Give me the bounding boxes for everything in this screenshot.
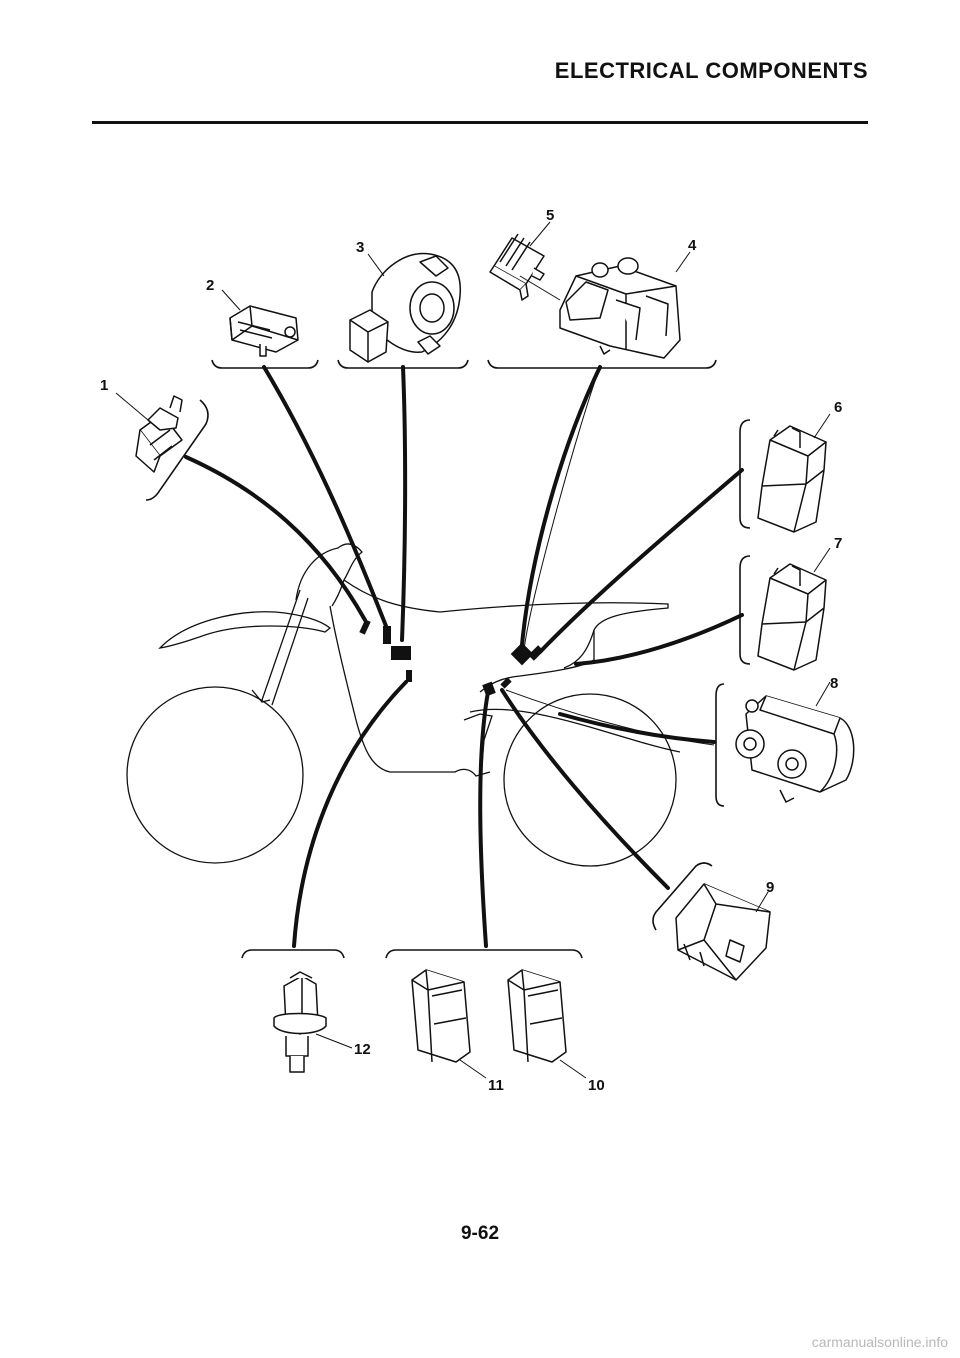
callout-7: 7 — [834, 535, 842, 552]
component-8-sensor — [735, 695, 855, 803]
side-cover — [563, 629, 595, 669]
callout-9: 9 — [766, 879, 774, 896]
callout-12: 12 — [354, 1041, 371, 1058]
bracket-9 — [652, 862, 713, 931]
bracket-3 — [337, 359, 469, 369]
rear-wheel — [503, 693, 677, 867]
page-title: ELECTRICAL COMPONENTS — [554, 58, 868, 83]
front-fender — [158, 611, 332, 649]
component-4-box — [559, 257, 681, 359]
component-7-relay — [757, 563, 827, 671]
callout-4: 4 — [688, 237, 697, 254]
bracket-12 — [241, 949, 345, 959]
component-2-sensor — [229, 305, 299, 357]
callout-10: 10 — [588, 1077, 605, 1094]
wire-leads-thin — [505, 366, 715, 746]
swingarm-pivot — [463, 713, 493, 791]
component-5-fuse — [489, 233, 545, 301]
component-11-relay — [411, 969, 471, 1063]
watermark: carmanualsonline.info — [811, 1334, 948, 1350]
callout-5: 5 — [546, 207, 554, 224]
swingarm — [469, 708, 681, 753]
callout-6: 6 — [834, 399, 842, 416]
component-10-relay — [507, 969, 567, 1063]
components — [135, 233, 855, 1073]
bracket-8 — [715, 683, 725, 807]
component-3-sensor — [349, 252, 462, 363]
frame-top — [343, 579, 669, 693]
location-markers — [359, 619, 544, 697]
callout-8: 8 — [830, 675, 838, 692]
component-1-sensor — [135, 395, 183, 473]
header-rule — [92, 121, 868, 124]
callout-1: 1 — [100, 377, 108, 394]
fork-guard — [251, 689, 271, 703]
bracket-4-5 — [487, 359, 717, 369]
number-plate — [295, 543, 363, 607]
bracket-1 — [145, 399, 209, 501]
page-number: 9-62 — [460, 1223, 500, 1244]
bracket-10-11 — [385, 949, 583, 959]
bracket-2 — [211, 359, 319, 369]
frame-down — [329, 605, 491, 777]
callout-3: 3 — [356, 239, 364, 256]
bracket-6 — [739, 419, 751, 529]
front-fork — [261, 589, 309, 706]
wire-leads-thick — [184, 365, 744, 948]
page-header: ELECTRICAL COMPONENTS — [0, 0, 960, 130]
callout-2: 2 — [206, 277, 214, 294]
bracket-7 — [739, 555, 751, 665]
callout-11: 11 — [488, 1077, 504, 1094]
front-wheel — [126, 686, 304, 864]
group-brackets — [145, 359, 751, 959]
component-12-sensor — [273, 971, 327, 1073]
leader-lines — [115, 221, 831, 1079]
callout-labels: 1 2 3 4 5 6 7 8 9 10 11 12 — [100, 207, 842, 1094]
motorcycle-outline — [126, 543, 681, 867]
component-9-relay — [675, 883, 771, 981]
component-6-relay — [757, 425, 827, 533]
